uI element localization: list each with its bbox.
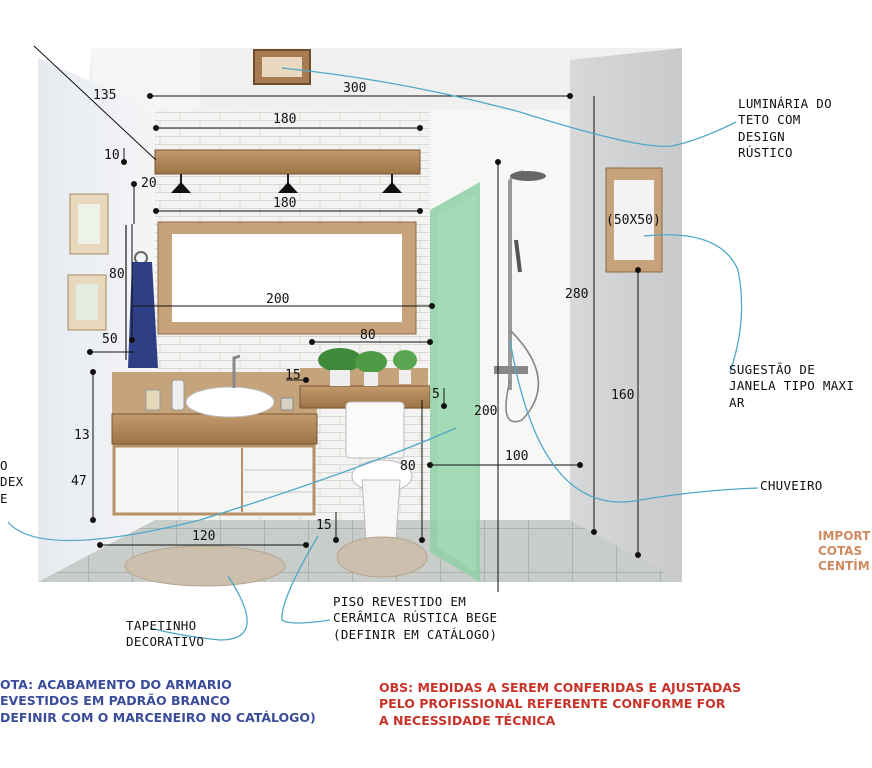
dim-label: 280: [565, 287, 589, 302]
dim-label: 80: [400, 459, 416, 474]
dim-label: 200: [266, 292, 290, 307]
annotation-left-cut: O DEX E: [0, 458, 24, 506]
annotation-rug: TAPETINHO DECORATIVO: [126, 618, 205, 650]
pendant-lamp: [171, 182, 191, 193]
dim-label: 13: [74, 428, 90, 443]
note-important: IMPORT COTAS CENTÍM: [818, 529, 871, 573]
dim-label: 135: [93, 88, 117, 103]
toilet-rug: [336, 536, 428, 578]
annotation-window: SUGESTÃO DE JANELA TIPO MAXI AR: [729, 362, 855, 410]
sink: [185, 386, 275, 418]
pendant-lamp: [278, 182, 298, 193]
window-size-label: (50X50): [606, 213, 661, 228]
annotation-floor: PISO REVESTIDO EM CERÂMICA RÚSTICA BEGE …: [333, 594, 498, 642]
dim-label: 5: [432, 387, 440, 402]
plant: [318, 348, 362, 372]
countertop: [111, 413, 318, 445]
note-measurements: OBS: MEDIDAS A SEREM CONFERIDAS E AJUSTA…: [379, 680, 742, 728]
dim-label: 20: [141, 176, 157, 191]
plant: [355, 351, 387, 373]
dim-label: 100: [505, 449, 529, 464]
note-cabinet-finish: OTA: ACABAMENTO DO ARMARIO EVESTIDOS EM …: [0, 677, 316, 725]
wood-shelf: [154, 149, 421, 175]
dim-label: 15: [316, 518, 332, 533]
dim-label: 160: [611, 388, 635, 403]
toilet-tank: [345, 401, 405, 459]
plant: [393, 350, 417, 370]
dim-label: 50: [102, 332, 118, 347]
dim-label: 200: [474, 404, 498, 419]
mirror: [172, 234, 402, 322]
dim-label: 80: [360, 328, 376, 343]
annotation-shower: CHUVEIRO: [760, 478, 823, 493]
dim-label: 180: [273, 112, 297, 127]
blue-towel: [128, 262, 158, 368]
pendant-lamp: [382, 182, 402, 193]
dim-label: 10: [104, 148, 120, 163]
faucet: [232, 354, 241, 388]
dim-label: 80: [109, 267, 125, 282]
dimension-lines: [33, 45, 641, 592]
dim-label: 180: [273, 196, 297, 211]
dim-label: 15: [285, 368, 301, 383]
bath-rug: [124, 545, 286, 587]
vanity-cabinet: [112, 444, 316, 516]
shower-head: [510, 171, 546, 181]
dim-label: 300: [343, 81, 367, 96]
annotation-ceiling-light: LUMINÁRIA DO TETO COM DESIGN RÚSTICO: [738, 96, 832, 160]
window: [614, 180, 654, 260]
dim-label: 47: [71, 474, 87, 489]
leader-lines: [7, 67, 759, 641]
dim-label: 120: [192, 529, 216, 544]
